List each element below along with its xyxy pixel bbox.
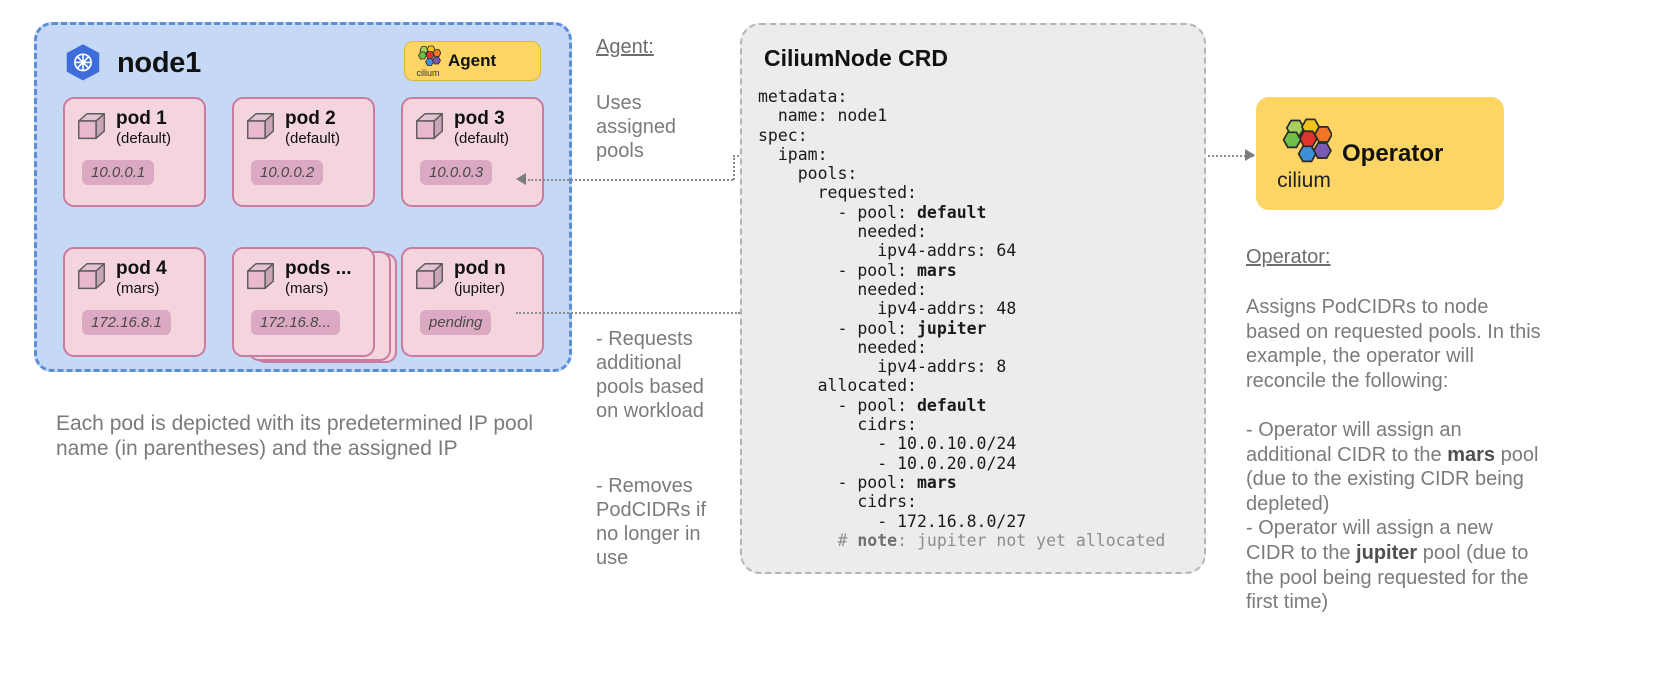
pod-cube-icon — [416, 113, 443, 140]
crd-yaml-line: - pool: mars — [758, 260, 957, 280]
arrowhead-into-operator — [1245, 149, 1255, 161]
pod-cube-icon — [247, 263, 274, 290]
crd-yaml-line: - pool: jupiter — [758, 318, 987, 338]
crd-yaml-line: requested: — [758, 183, 917, 203]
arrowhead-into-pod3 — [516, 173, 526, 185]
operator-notes-heading: Operator: — [1246, 246, 1331, 268]
cilium-logo-icon: cilium — [415, 45, 441, 78]
crd-yaml-line: ipv4-addrs: 8 — [758, 357, 1007, 377]
operator-box[interactable]: cilium Operator — [1256, 97, 1504, 210]
crd-yaml-line: ipv4-addrs: 48 — [758, 299, 1017, 319]
connector-request-pools — [516, 312, 740, 314]
crd-yaml-line: needed: — [758, 222, 927, 242]
agent-note-requests: - Requests additional pools based on wor… — [596, 328, 704, 422]
pod-card[interactable]: pod 1 (default) 10.0.0.1 — [63, 97, 206, 207]
agent-chip[interactable]: cilium Agent — [404, 41, 541, 81]
pod-ip-badge: pending — [420, 310, 492, 335]
pod-card[interactable]: pod 3 (default) 10.0.0.3 — [401, 97, 544, 207]
pod-pool: (default) — [285, 129, 341, 147]
pod-cube-icon — [78, 113, 105, 140]
operator-bullets: - Operator will assign an additional CID… — [1246, 418, 1546, 615]
agent-label: Agent — [448, 51, 497, 70]
agent-note-uses: Uses assigned pools — [596, 92, 677, 162]
pod-card[interactable]: pod n (jupiter) pending — [401, 247, 544, 357]
pod-pool: (default) — [116, 129, 172, 147]
pod-ip-badge: 172.16.8.1 — [82, 310, 171, 335]
pod-cube-icon — [78, 263, 105, 290]
pod-heading: pod 4 (mars) — [76, 258, 167, 297]
crd-title: CiliumNode CRD — [764, 45, 948, 71]
pod-heading: pod 1 (default) — [76, 108, 172, 147]
pod-cube-icon — [416, 263, 443, 290]
pod-heading: pod 3 (default) — [414, 108, 510, 147]
pod-pool: (default) — [454, 129, 510, 147]
crd-yaml-line: allocated: — [758, 376, 917, 396]
crd-yaml-line: ipam: — [758, 144, 828, 164]
operator-label: Operator — [1342, 139, 1444, 167]
pod-card-stacked[interactable]: pods ... (mars) 172.16.8... — [232, 247, 375, 357]
pod-ip-badge: 10.0.0.1 — [82, 160, 155, 185]
pod-name: pod 2 — [285, 108, 336, 129]
crd-yaml-line: cidrs: — [758, 415, 917, 435]
pod-card[interactable]: pod 2 (default) 10.0.0.2 — [232, 97, 375, 207]
pod-name: pod n — [454, 258, 506, 279]
operator-description: Assigns PodCIDRs to node based on reques… — [1246, 296, 1541, 392]
crd-yaml-line: - pool: default — [758, 202, 987, 222]
crd-yaml-line: name: node1 — [758, 106, 888, 126]
pod-pool: (mars) — [285, 279, 329, 297]
pod-name: pod 3 — [454, 108, 505, 129]
crd-yaml-line: metadata: — [758, 87, 848, 106]
crd-yaml-line: # note: jupiter not yet allocated — [758, 530, 1166, 550]
crd-yaml-line: needed: — [758, 337, 927, 357]
crd-yaml-line: - 10.0.10.0/24 — [758, 434, 1017, 454]
pod-name: pods ... — [285, 258, 352, 279]
pod-pool: (mars) — [116, 279, 160, 297]
node-title: node1 — [117, 46, 201, 79]
pod-card[interactable]: pod 4 (mars) 172.16.8.1 — [63, 247, 206, 357]
agent-notes-heading: Agent: — [596, 36, 654, 58]
pod-ip-badge: 10.0.0.3 — [420, 160, 493, 185]
connector-agent-assigned — [528, 179, 733, 181]
pod-name: pod 1 — [116, 108, 167, 129]
pod-ip-badge: 10.0.0.2 — [251, 160, 324, 185]
agent-note-removes: - Removes PodCIDRs if no longer in use — [596, 475, 707, 569]
cilium-logo-icon: cilium — [1276, 117, 1332, 191]
pod-cube-icon — [247, 113, 274, 140]
node-caption: Each pod is depicted with its predetermi… — [56, 412, 534, 460]
node-header: node1 — [63, 43, 201, 83]
connector-agent-assigned-vert — [733, 155, 735, 180]
cilium-wordmark: cilium — [1277, 168, 1331, 192]
pod-heading: pods ... (mars) — [245, 258, 352, 297]
crd-yaml-line: needed: — [758, 279, 927, 299]
crd-yaml-line: cidrs: — [758, 492, 917, 512]
operator-bullet: - Operator will assign a new CIDR to the… — [1246, 517, 1529, 614]
node-container: node1 cilium Agent — [34, 22, 572, 372]
crd-yaml-line: - pool: default — [758, 395, 987, 415]
pod-heading: pod n (jupiter) — [414, 258, 506, 297]
crd-yaml-line: spec: — [758, 125, 808, 145]
pod-name: pod 4 — [116, 258, 167, 279]
cilium-wordmark: cilium — [416, 67, 440, 78]
crd-yaml-line: ipv4-addrs: 64 — [758, 241, 1017, 261]
pod-heading: pod 2 (default) — [245, 108, 341, 147]
crd-yaml-line: - 10.0.20.0/24 — [758, 453, 1017, 473]
crd-yaml-line: - 172.16.8.0/27 — [758, 511, 1027, 531]
pod-pool: (jupiter) — [454, 279, 505, 297]
operator-bullet: - Operator will assign an additional CID… — [1246, 419, 1539, 515]
crd-yaml-line: pools: — [758, 164, 858, 184]
kubernetes-icon — [63, 43, 103, 83]
pod-ip-badge: 172.16.8... — [251, 310, 340, 335]
crd-yaml-line: - pool: mars — [758, 472, 957, 492]
